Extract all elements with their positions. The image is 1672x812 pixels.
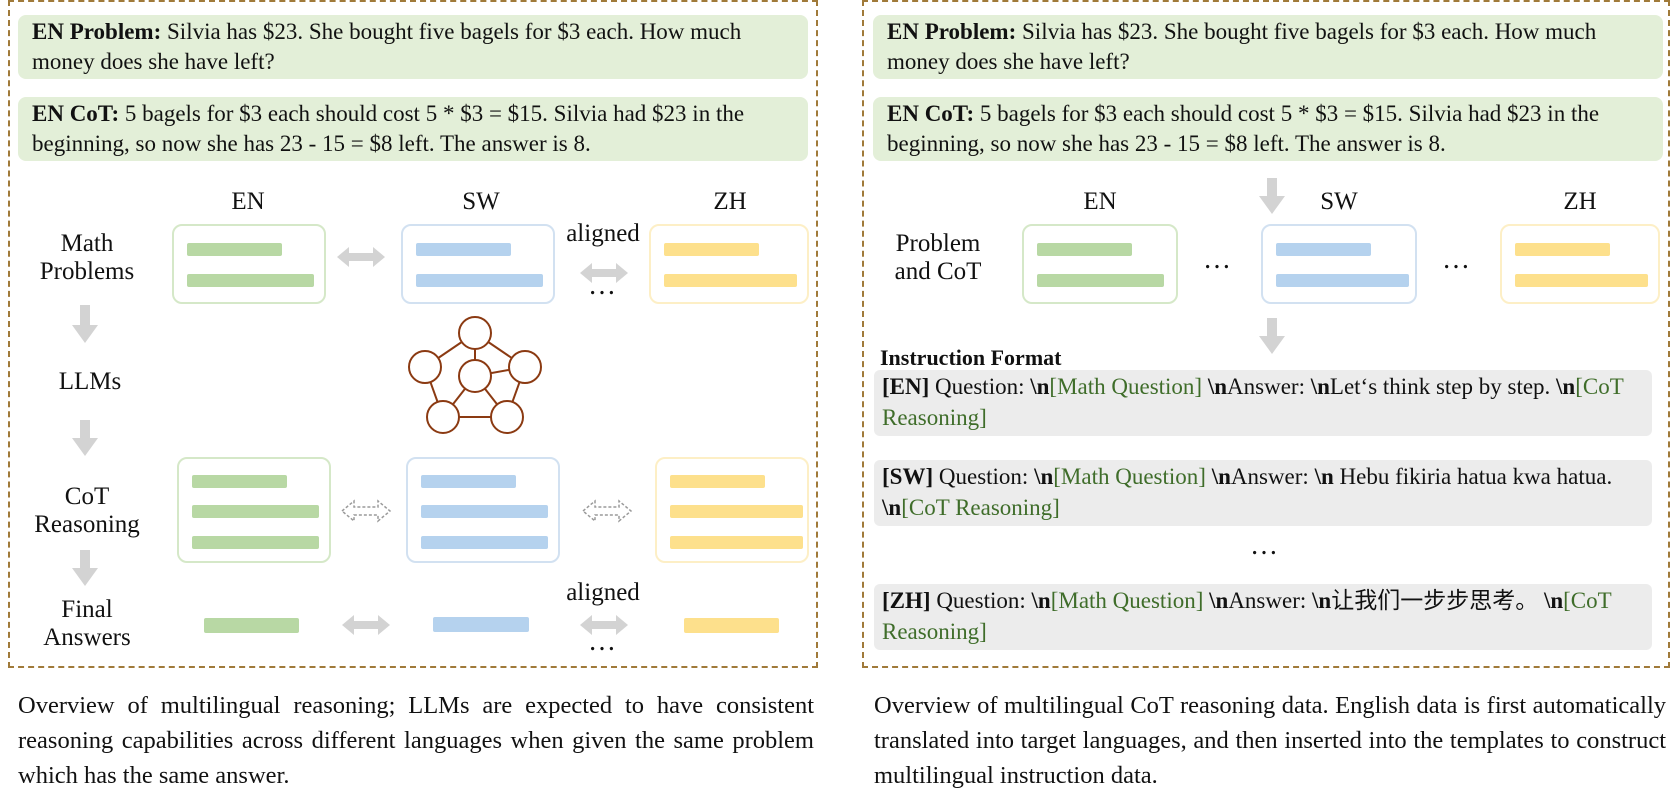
- left-problem-card-en: [172, 224, 326, 304]
- instruction-template-zh: [ZH] Question: \n[Math Question] \nAnswe…: [874, 584, 1652, 650]
- right-header-zh: ZH: [1563, 188, 1597, 215]
- down-arrow-icon: [72, 550, 98, 586]
- double-arrow-icon: [337, 247, 385, 267]
- double-arrow-icon: [580, 263, 628, 283]
- left-header-en: EN: [231, 188, 265, 215]
- left-cot-card-en: [177, 457, 331, 563]
- llm-network-icon: [408, 316, 542, 434]
- problem-label: EN Problem:: [887, 19, 1017, 44]
- row-label-llms: LLMs: [58, 368, 122, 395]
- right-header-sw: SW: [1320, 188, 1358, 215]
- double-arrow-icon: [342, 615, 390, 635]
- dashed-double-arrow-icon: [340, 499, 392, 523]
- row-label-problem-and-cot: Problem and CoT: [894, 230, 982, 285]
- right-caption: Overview of multilingual CoT reasoning d…: [874, 692, 1666, 789]
- aligned-label-top: aligned: [566, 220, 640, 247]
- left-header-sw: SW: [462, 188, 500, 215]
- cot-text: 5 bagels for $3 each should cost 5 * $3 …: [887, 101, 1600, 156]
- left-header-zh: ZH: [713, 188, 747, 215]
- right-cot-box: EN CoT: 5 bagels for $3 each should cost…: [873, 97, 1663, 161]
- instruction-format-title: Instruction Format: [880, 345, 1062, 370]
- problem-text: Silvia has $23. She bought five bagels f…: [32, 19, 742, 74]
- right-card-en: [1022, 224, 1178, 304]
- down-arrow-icon: [72, 420, 98, 456]
- left-problem-card-sw: [401, 224, 555, 304]
- instruction-templates: [EN] Question: \n[Math Question] \nAnswe…: [862, 0, 1670, 668]
- row-label-math-problems: Math Problems: [39, 230, 135, 285]
- right-ellipsis-2: …: [1442, 244, 1471, 275]
- left-answer-bar-zh: [684, 618, 779, 633]
- left-caption: Overview of multilingual reasoning; LLMs…: [18, 692, 814, 789]
- right-card-zh: [1500, 224, 1660, 304]
- aligned-label-bottom: aligned: [566, 579, 640, 606]
- ellipsis-top: …: [588, 270, 617, 301]
- instruction-middle-ellipsis: …: [1250, 530, 1279, 561]
- ellipsis-bottom: …: [588, 626, 617, 657]
- cot-label: EN CoT:: [887, 101, 975, 126]
- row-label-cot-reasoning: CoT Reasoning: [34, 483, 140, 538]
- left-problem-box: EN Problem: Silvia has $23. She bought f…: [18, 15, 808, 79]
- problem-text: Silvia has $23. She bought five bagels f…: [887, 19, 1597, 74]
- problem-label: EN Problem:: [32, 19, 162, 44]
- left-answer-bar-sw: [433, 617, 529, 632]
- down-arrow-icon: [1259, 178, 1285, 214]
- left-panel-frame: [8, 0, 818, 668]
- double-arrow-icon: [580, 615, 628, 635]
- right-panel-frame: [862, 0, 1670, 668]
- down-arrow-icon: [72, 305, 98, 343]
- left-problem-card-zh: [649, 224, 809, 304]
- left-answer-bar-en: [204, 618, 299, 633]
- left-down-arrows: [72, 305, 98, 586]
- cot-label: EN CoT:: [32, 101, 120, 126]
- row-label-final-answers: Final Answers: [43, 596, 131, 651]
- right-ellipsis-1: …: [1203, 244, 1232, 275]
- left-cot-card-sw: [406, 457, 560, 563]
- right-header-en: EN: [1083, 188, 1117, 215]
- down-arrow-icon: [1259, 318, 1285, 354]
- right-problem-box: EN Problem: Silvia has $23. She bought f…: [873, 15, 1663, 79]
- dashed-double-arrow-icon: [581, 499, 633, 523]
- left-cot-card-zh: [655, 457, 809, 563]
- instruction-template-en: [EN] Question: \n[Math Question] \nAnswe…: [874, 370, 1652, 436]
- instruction-template-sw: [SW] Question: \n[Math Question] \nAnswe…: [874, 460, 1652, 526]
- right-card-sw: [1261, 224, 1417, 304]
- left-cot-box: EN CoT: 5 bagels for $3 each should cost…: [18, 97, 808, 161]
- cot-text: 5 bagels for $3 each should cost 5 * $3 …: [32, 101, 745, 156]
